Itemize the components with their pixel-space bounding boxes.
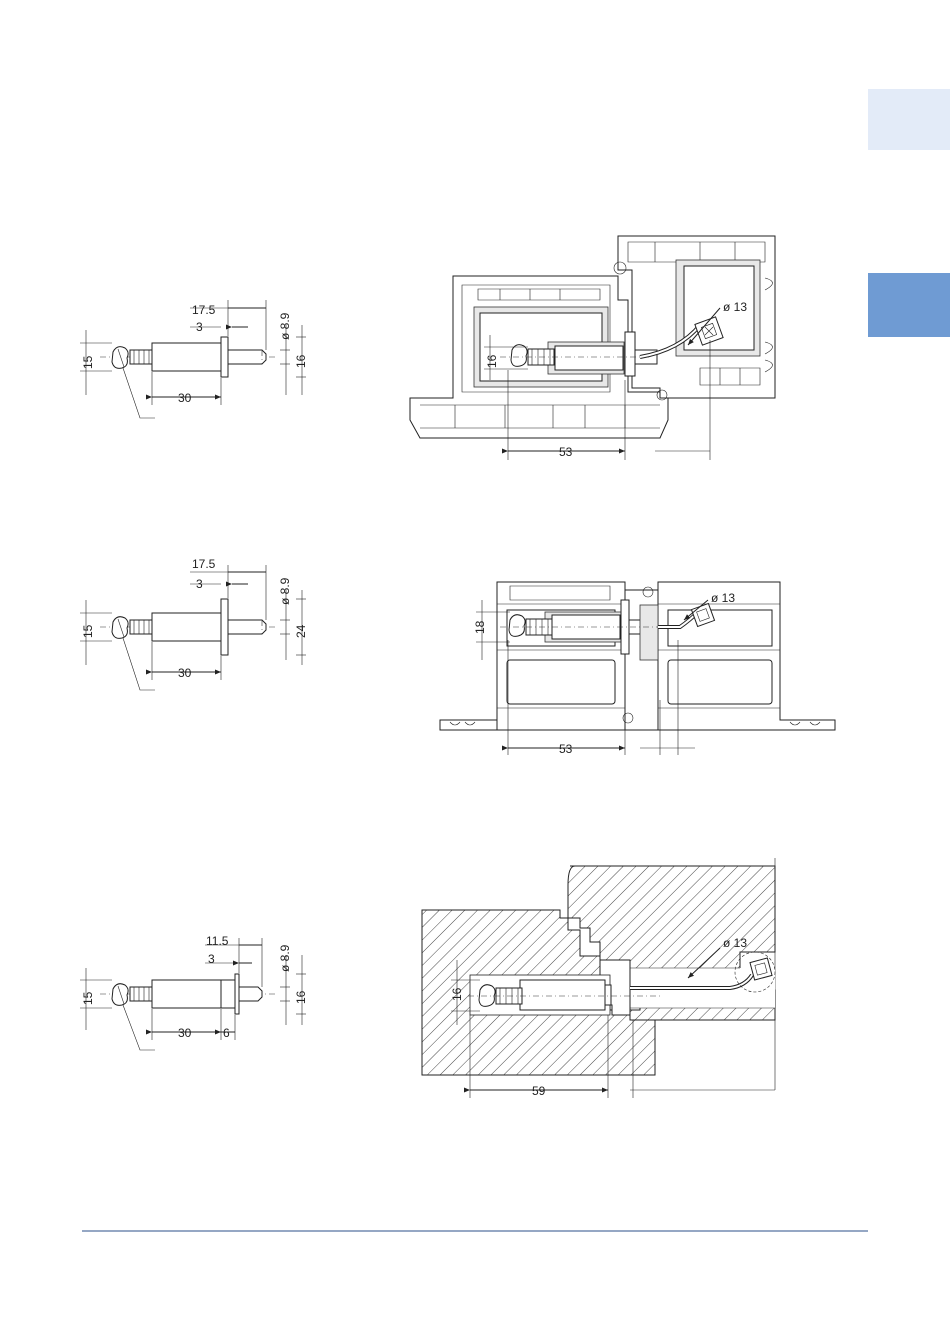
- section-drawing-1: [410, 236, 775, 460]
- dim-height: 15: [81, 355, 95, 369]
- contact-detail-drawing-1: [80, 300, 306, 418]
- dim-length: 30: [178, 1026, 192, 1040]
- dim-length: 30: [178, 391, 192, 405]
- section-cable: ø 13: [723, 300, 747, 314]
- dim-d1: 17.5: [192, 557, 216, 571]
- section-depth: 53: [559, 742, 573, 756]
- dim-d1: 17.5: [192, 303, 216, 317]
- dim-collar: 16: [294, 354, 308, 368]
- contact-detail-drawing-2: [80, 565, 306, 690]
- section-cable: ø 13: [711, 591, 735, 605]
- section-housing: 16: [485, 354, 499, 368]
- dim-bore: ø 8.9: [278, 944, 292, 972]
- dim-d2: 3: [196, 320, 203, 334]
- dim-d2: 3: [208, 952, 215, 966]
- dim-length: 30: [178, 666, 192, 680]
- section-drawing-3: [422, 858, 775, 1098]
- section-depth: 59: [532, 1084, 546, 1098]
- section-cable: ø 13: [723, 936, 747, 950]
- dim-extra: 6: [223, 1026, 230, 1040]
- contact-detail-drawing-3: [80, 938, 306, 1050]
- dim-d2: 3: [196, 577, 203, 591]
- section-housing: 18: [473, 620, 487, 634]
- section-housing: 16: [450, 987, 464, 1001]
- dim-height: 15: [81, 624, 95, 638]
- dim-bore: ø 8.9: [278, 577, 292, 605]
- dim-bore: ø 8.9: [278, 312, 292, 340]
- dim-collar: 24: [294, 624, 308, 638]
- section-drawing-2: [440, 582, 835, 755]
- dim-d1: 11.5: [206, 934, 229, 948]
- dim-collar: 16: [294, 990, 308, 1004]
- section-depth: 53: [559, 445, 573, 459]
- dim-height: 15: [81, 991, 95, 1005]
